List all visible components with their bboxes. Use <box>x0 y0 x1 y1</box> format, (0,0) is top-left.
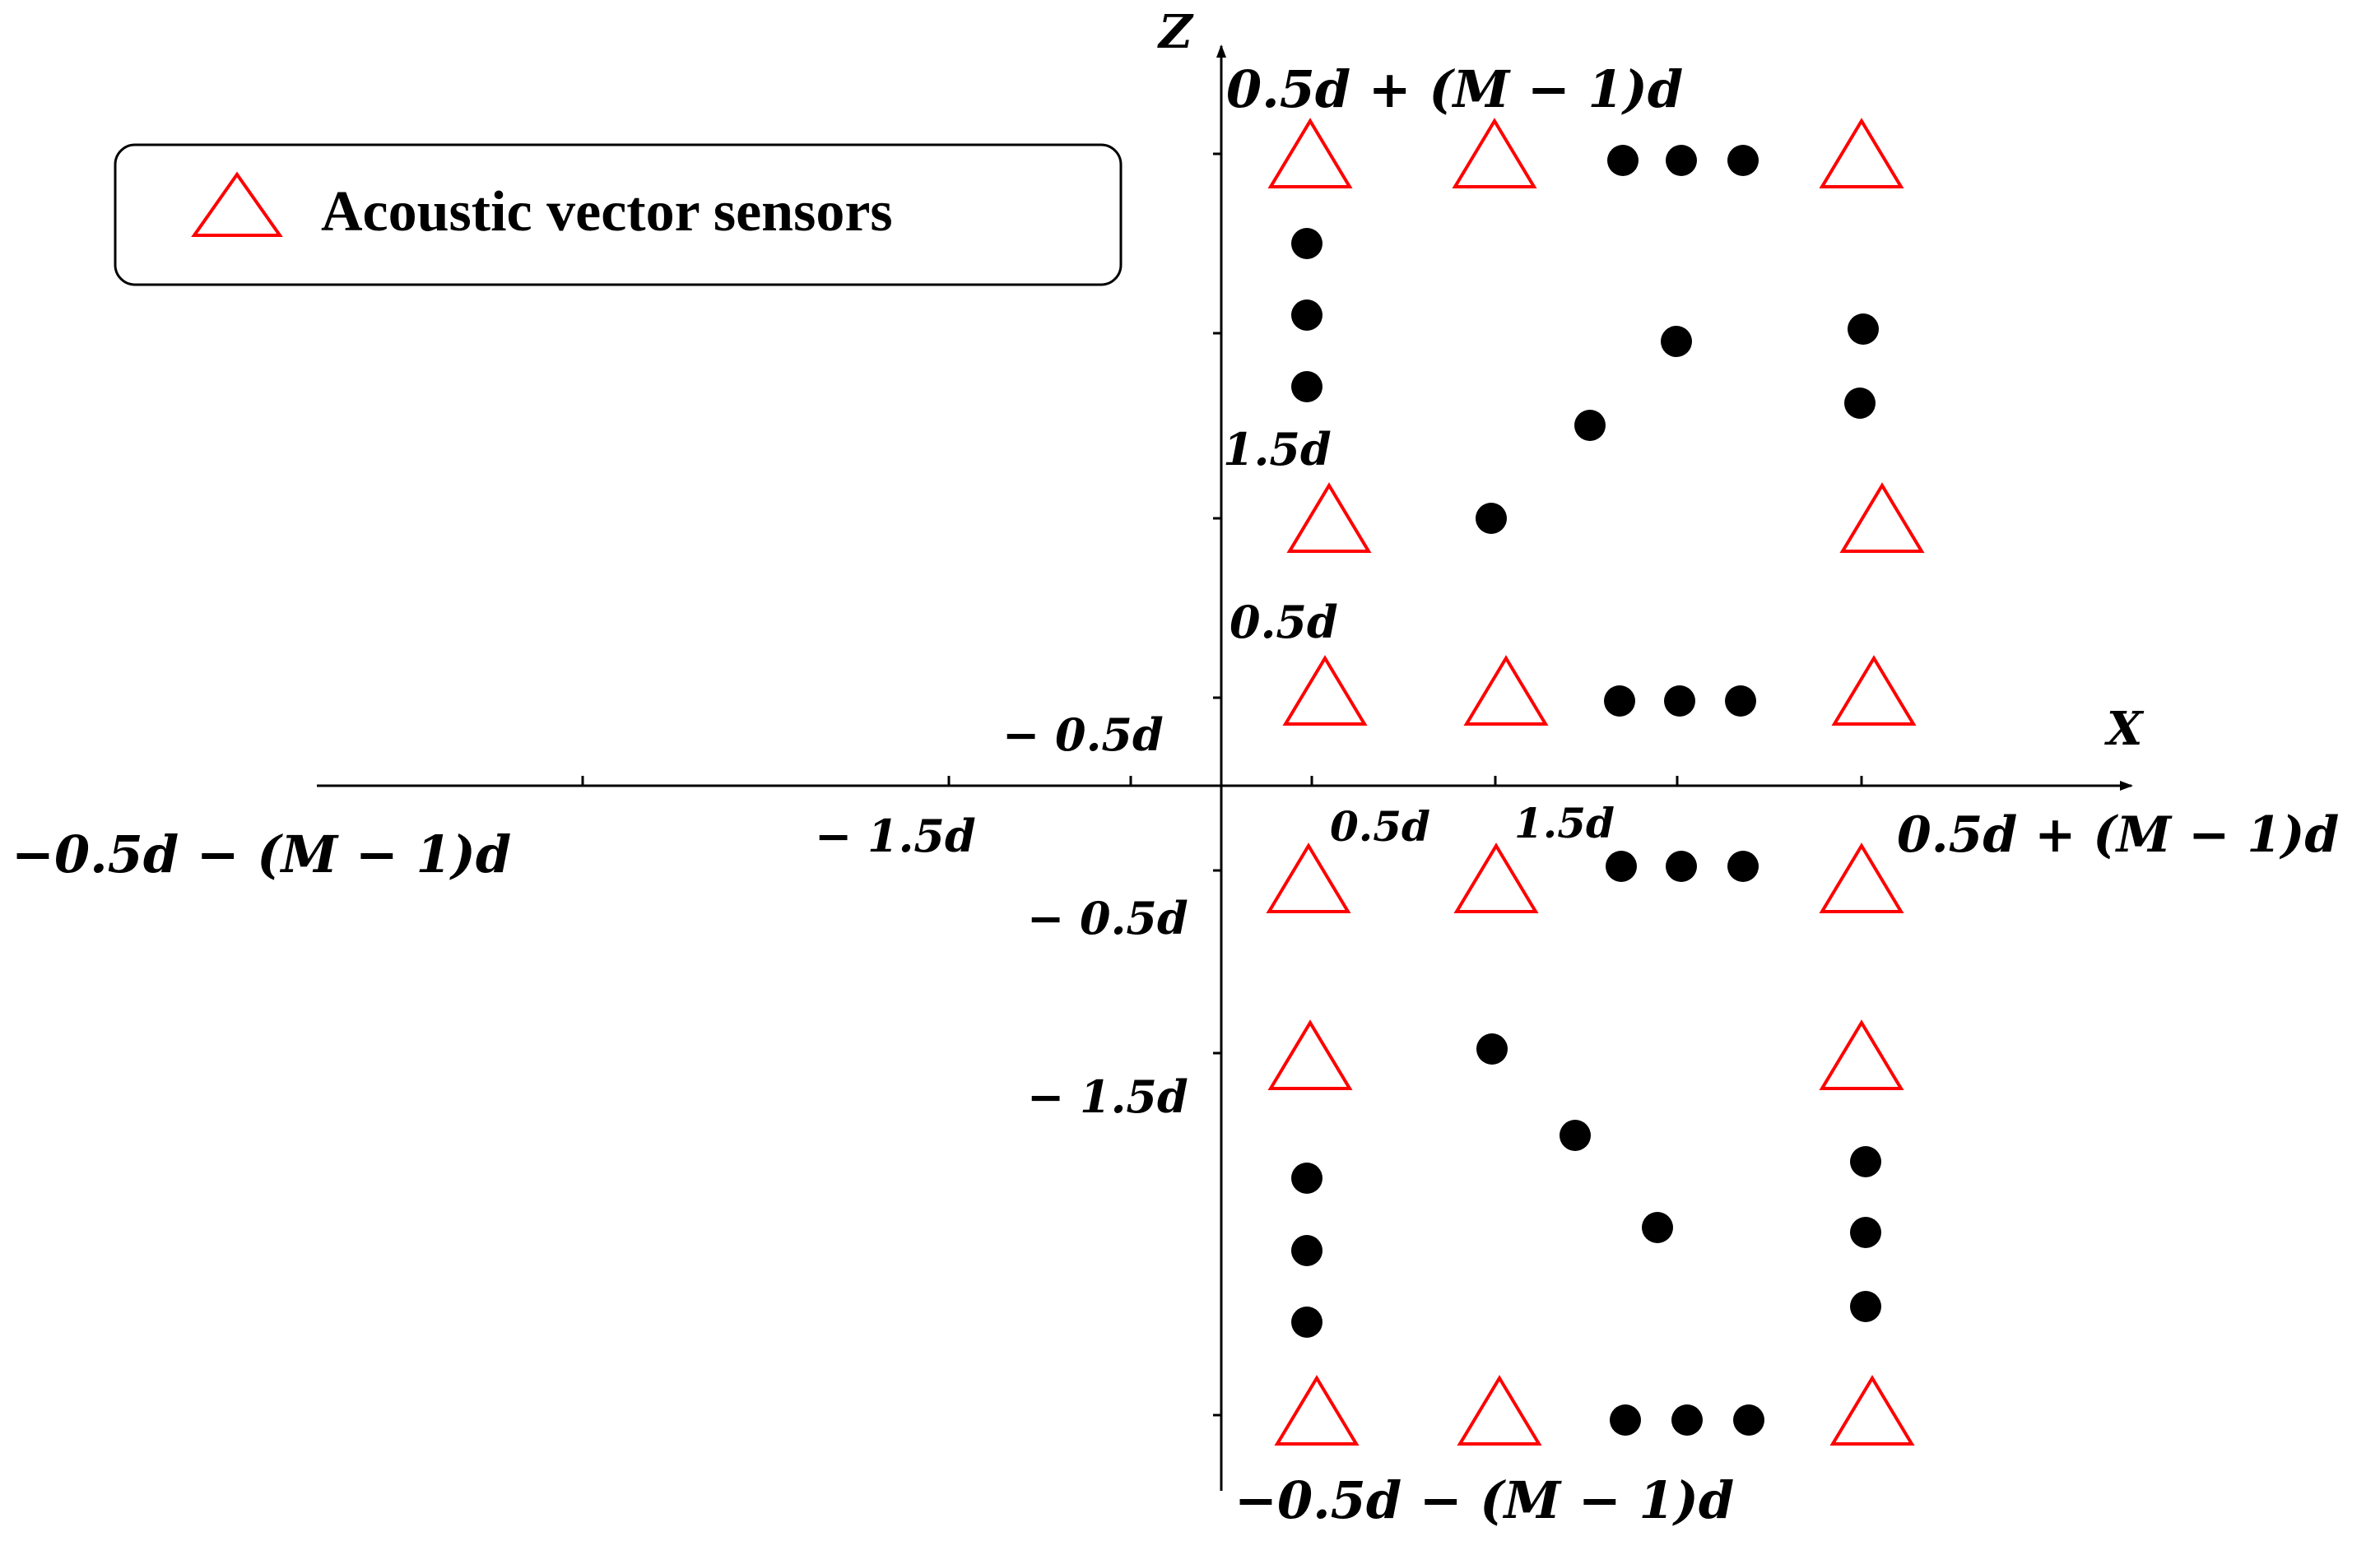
z-tick-label-max: 0.5d + (M − 1)d <box>1226 59 1683 119</box>
ellipsis-dot <box>1848 313 1879 345</box>
sensor-triangle <box>1282 655 1368 726</box>
sensor-triangle <box>1453 842 1539 913</box>
sensor-triangle <box>1839 482 1925 553</box>
x-axis-label: X <box>2104 702 2145 756</box>
legend-sensor-icon <box>191 171 283 237</box>
ellipsis-dot <box>1291 1307 1322 1338</box>
sensor-triangle <box>1286 482 1372 553</box>
ellipsis-dot <box>1291 299 1322 331</box>
ellipsis-dot <box>1671 1404 1703 1436</box>
z-tick-label-neg-max: −0.5d − (M − 1)d <box>1234 1470 1734 1530</box>
ellipsis-dot <box>1610 1404 1641 1436</box>
ellipsis-dot <box>1291 228 1322 259</box>
sensor-triangle <box>1831 655 1917 726</box>
ellipsis-dot <box>1844 388 1876 419</box>
ellipsis-dot <box>1607 145 1639 176</box>
ellipsis-dot <box>1664 685 1695 717</box>
ellipsis-dot <box>1850 1217 1881 1248</box>
sensor-triangle <box>1819 1019 1904 1090</box>
sensor-triangle <box>1819 842 1904 913</box>
ellipsis-dot <box>1661 326 1692 357</box>
ellipsis-dot <box>1291 1235 1322 1266</box>
ellipsis-dot <box>1291 1163 1322 1194</box>
ellipsis-dot <box>1727 851 1759 882</box>
ellipsis-dot <box>1604 685 1635 717</box>
ellipsis-dot <box>1666 851 1697 882</box>
ellipsis-dot <box>1476 1033 1508 1065</box>
x-tick-label-neg-1.5d: − 1.5d <box>815 810 976 862</box>
array-markers <box>1266 118 1925 1446</box>
x-tick-label-0.5d: 0.5d <box>1330 802 1430 851</box>
x-tick-label-1.5d: 1.5d <box>1514 799 1615 847</box>
sensor-triangle <box>1457 1375 1542 1446</box>
x-tick-label-neg-max: −0.5d − (M − 1)d <box>12 824 511 884</box>
z-tick-label-neg-0.5d-upper: − 0.5d <box>1002 708 1164 761</box>
legend: Acoustic vector sensors <box>114 143 1123 286</box>
ellipsis-dot <box>1725 685 1756 717</box>
z-tick-label-neg-1.5d: − 1.5d <box>1027 1070 1188 1123</box>
x-tick-label-max: 0.5d + (M − 1)d <box>1897 806 2339 864</box>
z-tick-label-neg-0.5d-lower: − 0.5d <box>1027 892 1188 945</box>
z-tick-label-1.5d: 1.5d <box>1223 423 1332 476</box>
legend-box <box>114 143 1123 286</box>
sensor-triangle <box>1274 1375 1360 1446</box>
sensor-triangle <box>1819 118 1904 188</box>
sensor-triangle <box>1452 118 1537 188</box>
sensor-triangle <box>1463 655 1549 726</box>
ellipsis-dot <box>1850 1146 1881 1177</box>
ellipsis-dot <box>1476 503 1507 534</box>
ellipsis-dot <box>1560 1120 1591 1151</box>
ellipsis-dot <box>1291 371 1322 402</box>
ellipsis-dot <box>1574 410 1606 441</box>
legend-label: Acoustic vector sensors <box>321 180 893 244</box>
ellipsis-dot <box>1666 145 1697 176</box>
ellipsis-dot <box>1606 851 1637 882</box>
ellipsis-dot <box>1733 1404 1764 1436</box>
z-tick-label-0.5d: 0.5d <box>1230 596 1338 648</box>
sensor-triangle <box>1267 1019 1353 1090</box>
ellipsis-dot <box>1727 145 1759 176</box>
sensor-triangle <box>1266 842 1351 913</box>
ellipsis-dot <box>1642 1212 1673 1243</box>
sensor-triangle <box>1267 118 1353 188</box>
ellipsis-dot <box>1850 1291 1881 1322</box>
z-axis-label: Z <box>1157 5 1194 59</box>
sensor-triangle <box>1829 1375 1915 1446</box>
